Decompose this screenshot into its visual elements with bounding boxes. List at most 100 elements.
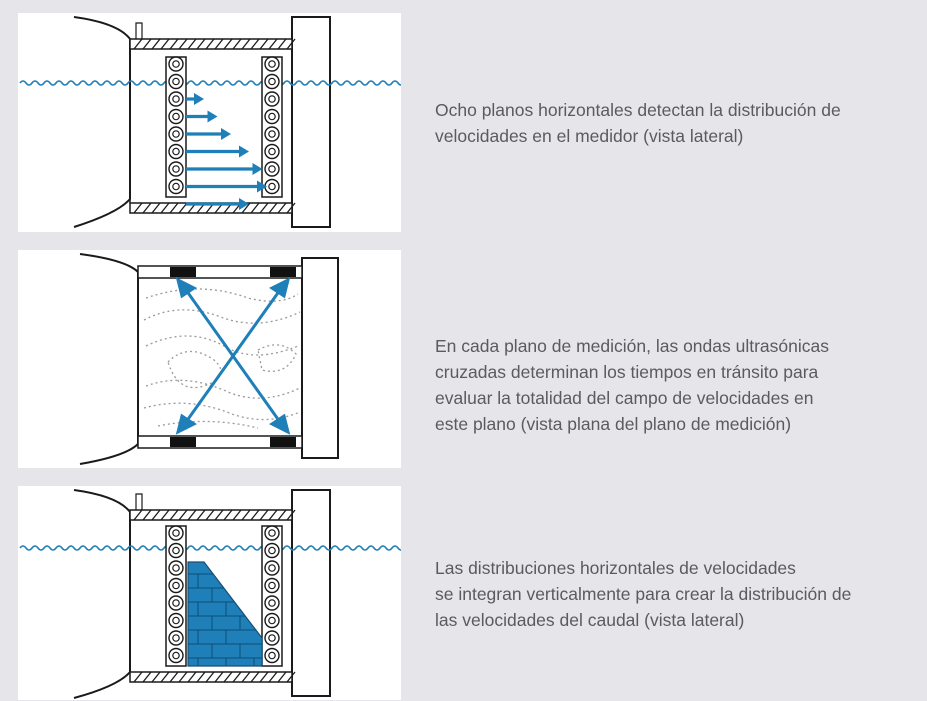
wave-line (19, 80, 401, 86)
sensor-core (268, 634, 276, 642)
sensor-core (172, 616, 180, 625)
hatch-line (196, 671, 206, 683)
hatch-line (169, 38, 179, 50)
meter-top-wall (129, 38, 293, 50)
velocity-profile (187, 561, 263, 667)
inlet-flare (73, 16, 131, 228)
hatch-line (205, 509, 215, 521)
transducer-bottom-left (170, 437, 196, 447)
caption-line: Ocho planos horizontales detectan la dis… (435, 100, 841, 120)
sensor-core (172, 147, 180, 156)
sensor-core (172, 130, 180, 138)
sensor-core (268, 182, 276, 191)
velocity-arrowhead (239, 145, 249, 158)
ultrasonic-sensors (168, 525, 280, 664)
hatch-line (250, 671, 260, 683)
water-surface (19, 545, 401, 551)
hatch-line (133, 202, 143, 214)
sensor-core (172, 599, 180, 607)
hatch-line (259, 671, 269, 683)
sensor-core (268, 599, 276, 607)
hatch-line (277, 671, 287, 683)
hatch-line (259, 38, 269, 50)
hatch-line (214, 38, 224, 50)
hatch-line (286, 38, 296, 50)
transducer-top-right (270, 267, 296, 277)
caption-plan-view-crossing: En cada plano de medición, las ondas ult… (435, 333, 915, 437)
sensor-core (268, 147, 276, 156)
wave-line (19, 545, 401, 551)
hatch-line (268, 509, 278, 521)
meter-side-view-integrated-svg (19, 489, 401, 699)
hatch-line (277, 38, 287, 50)
hatch-line (232, 38, 242, 50)
hatch-line (133, 38, 143, 50)
hatch-line (259, 509, 269, 521)
hatch-line (160, 509, 170, 521)
sensor-core (268, 529, 276, 537)
hatch-line (178, 202, 188, 214)
sensor-core (268, 77, 276, 86)
hatch-line (241, 202, 251, 214)
hatch-line (178, 671, 188, 683)
hatch-line (151, 509, 161, 521)
hatch-line (133, 671, 143, 683)
sensor-core (172, 95, 180, 103)
meter-top-wall (129, 509, 293, 521)
sensor-core (172, 182, 180, 191)
hatch-line (187, 38, 197, 50)
hatch-line (286, 202, 296, 214)
hatch-line (187, 509, 197, 521)
velocity-arrowhead (252, 163, 263, 175)
arrowhead (175, 413, 197, 435)
hatch-line (133, 509, 143, 521)
caption-line: Las distribuciones horizontales de veloc… (435, 558, 796, 578)
meter-bottom-wall (129, 671, 293, 683)
velocity-arrowhead (257, 180, 267, 193)
sensor-core (268, 95, 276, 103)
sensor-core (268, 546, 276, 555)
inlet-flare (73, 489, 131, 699)
hatch-line (277, 202, 287, 214)
hatch-line (259, 202, 269, 214)
hatch-line (277, 509, 287, 521)
hatch-line (223, 671, 233, 683)
hatch-line (160, 671, 170, 683)
sensor-core (172, 651, 180, 660)
wall-hatching (133, 509, 296, 683)
flow-streamlines (143, 288, 301, 429)
caption-line: este plano (vista plana del plano de med… (435, 414, 792, 434)
hatch-line (232, 671, 242, 683)
arrowhead (175, 277, 197, 299)
vent-pipe (135, 493, 143, 510)
side-view-planes-diagram (18, 13, 401, 232)
sensor-core (268, 130, 276, 138)
sensor-core (172, 529, 180, 537)
hatch-line (178, 509, 188, 521)
hatch-line (142, 671, 152, 683)
hatch-line (250, 509, 260, 521)
hatch-line (169, 202, 179, 214)
hatch-line (268, 671, 278, 683)
hatch-line (196, 509, 206, 521)
hatch-line (241, 671, 251, 683)
caption-line: velocidades en el medidor (vista lateral… (435, 126, 744, 146)
hatch-line (205, 671, 215, 683)
hatch-line (232, 509, 242, 521)
caption-side-view-integrated: Las distribuciones horizontales de veloc… (435, 555, 915, 633)
hatch-line (250, 38, 260, 50)
profile-brick-lines (188, 573, 262, 666)
caption-line: cruzadas determinan los tiempos en tráns… (435, 362, 819, 382)
side-view-integrated-diagram (18, 486, 401, 700)
sensor-core (268, 112, 276, 121)
sensor-core (172, 77, 180, 86)
hatch-line (250, 202, 260, 214)
wall-hatching (133, 38, 296, 214)
hatch-line (205, 38, 215, 50)
arrowhead (269, 277, 291, 299)
sensor-core (268, 564, 276, 572)
outlet-flange (291, 489, 331, 697)
hatch-line (223, 509, 233, 521)
sensor-core (268, 165, 276, 173)
plan-view-crossing-diagram (18, 250, 401, 468)
